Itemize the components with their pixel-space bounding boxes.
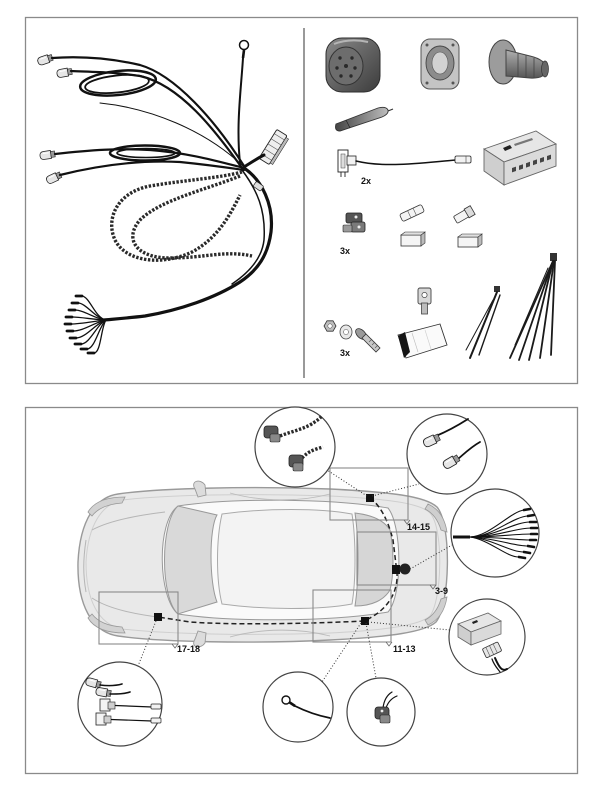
cable-clip	[417, 287, 432, 315]
headlight	[87, 613, 126, 634]
hood-crease	[91, 511, 166, 531]
terminal-housing	[457, 233, 483, 248]
fuse-quantity-label: 2x	[361, 176, 371, 186]
ring-terminal-body	[241, 49, 246, 59]
wire-grommet-tool	[335, 106, 394, 132]
twisted-pair-wire	[110, 170, 243, 262]
connector-housing-set: 3x	[340, 212, 366, 256]
cable-tie	[465, 286, 501, 359]
detail-circle-control-module	[448, 598, 526, 676]
module-pins	[512, 154, 551, 173]
car-top-view	[77, 480, 449, 648]
spade-terminal	[399, 204, 425, 222]
wiring-harness	[36, 39, 289, 355]
wire-coil	[84, 74, 150, 94]
harness-wire	[58, 160, 246, 177]
callout-label: 17-18	[177, 644, 200, 654]
socket-plug	[399, 563, 411, 575]
bolt-nut-washer-set: 3x	[323, 320, 381, 358]
grille-line	[83, 539, 87, 593]
cable-tie-bundle	[509, 253, 557, 361]
tail-light	[424, 596, 448, 626]
wire-coil	[108, 144, 182, 162]
tail-light	[424, 503, 448, 533]
bolt-quantity-label: 3x	[340, 348, 350, 358]
connection-point	[361, 617, 369, 625]
callout-box-rear-lower: 11-13	[312, 589, 416, 654]
detail-circle-connectors	[254, 406, 336, 488]
spade-terminal	[453, 205, 476, 224]
wire-fan-terminals	[63, 294, 107, 355]
detail-circle-ground-terminal	[262, 671, 334, 743]
harness-wire	[53, 148, 246, 170]
connection-point	[366, 494, 374, 502]
kit-contents-panel: 2x 3x	[24, 16, 579, 385]
detail-circle-wire-fan	[450, 488, 540, 578]
callout-box-rear-socket: 3-9	[356, 531, 448, 596]
callout-box-rear-upper: 14-15	[329, 467, 430, 532]
detail-circle-front-connectors	[77, 661, 163, 747]
installation-panel: 14-15 3-9 17-18 11-13	[24, 406, 579, 775]
bullet-connector	[44, 170, 63, 186]
harness-route	[157, 497, 398, 625]
connector-lead	[242, 153, 266, 169]
fuse-wire-set: 2x	[337, 149, 472, 186]
seven-pin-socket	[325, 37, 381, 93]
side-mirror	[193, 630, 207, 648]
wire-coil	[78, 69, 158, 97]
ring-terminal	[238, 39, 250, 51]
socket-connection-point	[392, 565, 400, 574]
kit-panel-border	[24, 16, 579, 385]
callout-label: 3-9	[435, 586, 448, 596]
door-line	[229, 492, 331, 501]
control-module	[482, 130, 558, 186]
multi-pin-connector	[259, 129, 289, 165]
leader-lines	[137, 469, 453, 683]
wire-coil	[116, 147, 176, 159]
connector-quantity-label: 3x	[340, 246, 350, 256]
terminal-housing	[400, 231, 426, 247]
door-line	[229, 629, 331, 638]
rear-window	[354, 512, 394, 607]
socket-gasket	[420, 38, 460, 90]
bullet-connector	[55, 66, 73, 79]
harness-thin-wire	[99, 102, 244, 167]
bullet-connector	[36, 53, 55, 67]
adhesive-tape	[397, 323, 448, 359]
headlight	[87, 496, 126, 517]
harness-wire	[69, 69, 244, 170]
ground-wire	[237, 57, 244, 164]
twisted-pair-wire	[131, 174, 253, 260]
bolt	[355, 328, 381, 353]
callout-label: 14-15	[407, 522, 430, 532]
windshield	[164, 505, 218, 615]
module-logo	[503, 138, 533, 151]
detail-circle-bullet-connectors	[406, 413, 488, 495]
roof	[217, 509, 356, 609]
connection-point	[154, 613, 162, 621]
detail-circle-rear-connector	[346, 677, 416, 747]
side-mirror	[193, 480, 207, 498]
main-trunk	[102, 166, 274, 322]
callout-box-front: 17-18	[98, 591, 200, 654]
harness-wire	[50, 56, 246, 168]
bullet-connector	[38, 149, 56, 161]
socket-cover-boot	[488, 39, 549, 85]
callout-label: 11-13	[393, 644, 416, 654]
main-trunk	[231, 169, 266, 285]
inline-connector	[253, 181, 264, 192]
